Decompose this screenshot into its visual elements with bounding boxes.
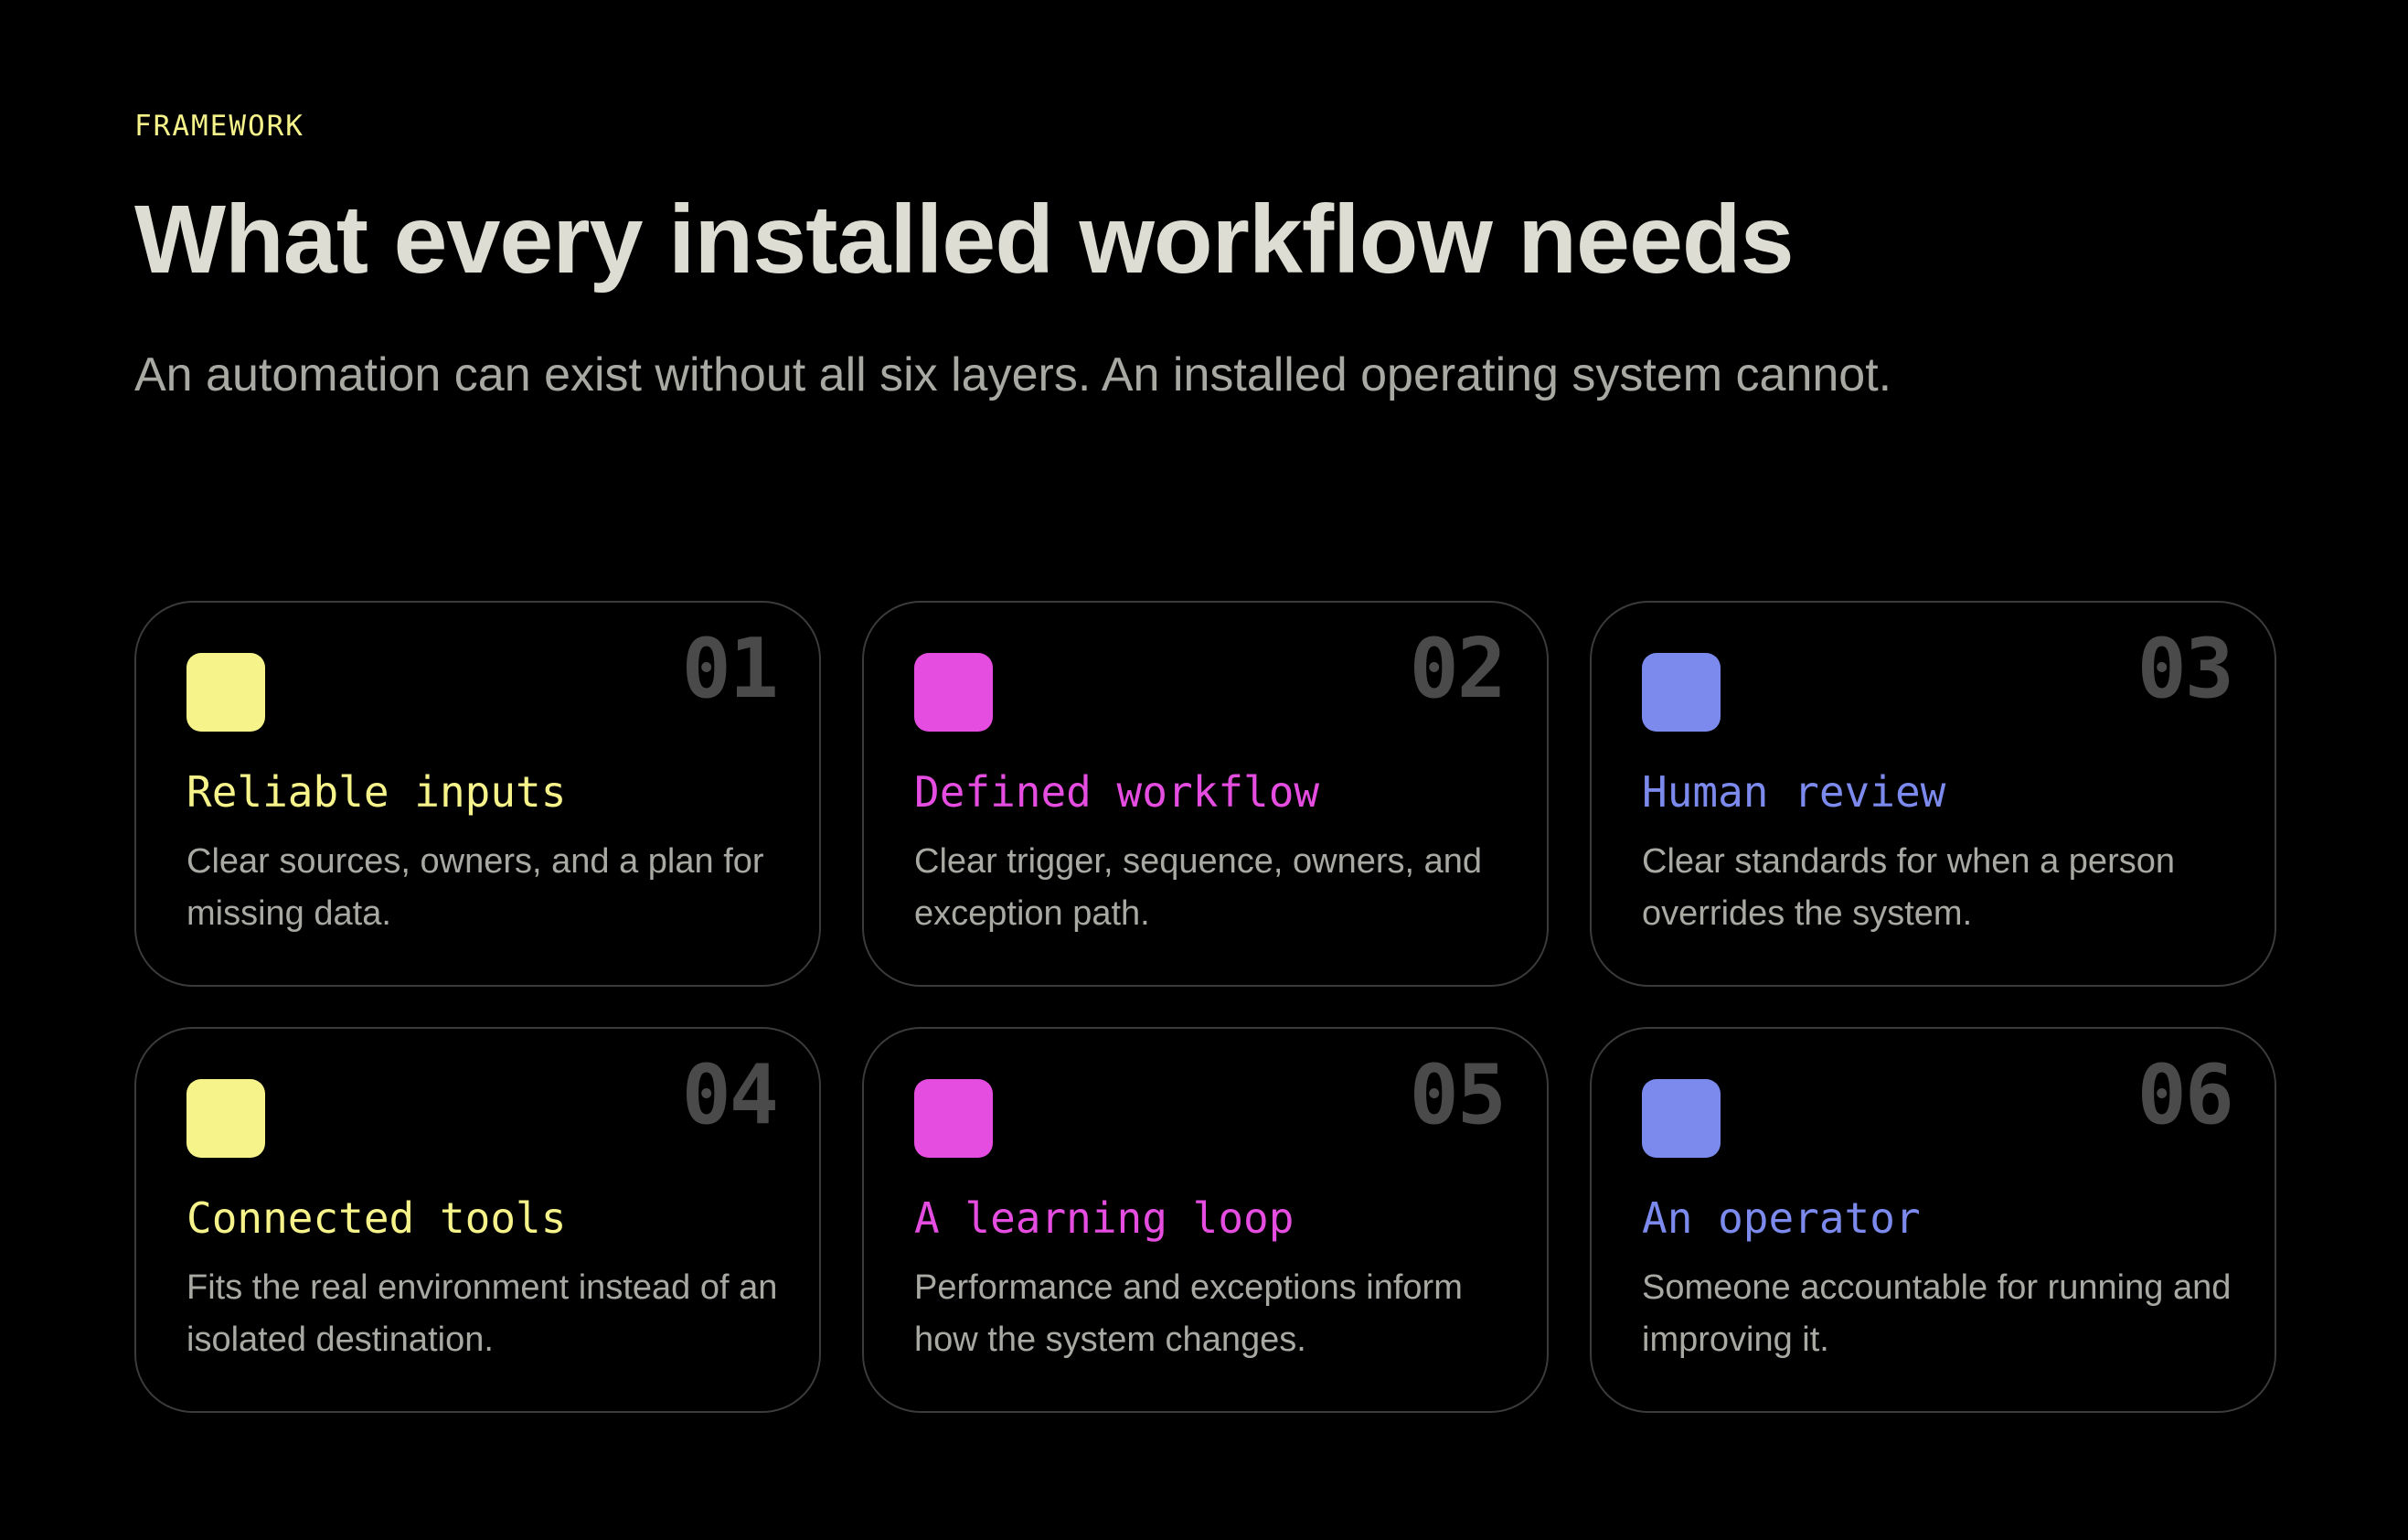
card-title: Defined workflow	[914, 767, 1320, 817]
accent-square-icon	[186, 653, 265, 732]
layer-card-grid: 01 Reliable inputs Clear sources, owners…	[134, 601, 2278, 1413]
card-description: Clear sources, owners, and a plan for mi…	[186, 842, 764, 933]
layer-card-defined-workflow: 02 Defined workflow Clear trigger, seque…	[862, 601, 1549, 987]
card-description: Clear standards for when a person overri…	[1642, 842, 2175, 933]
layer-card-operator: 06 An operator Someone accountable for r…	[1590, 1027, 2276, 1413]
card-title: A learning loop	[914, 1193, 1295, 1243]
accent-square-icon	[186, 1079, 265, 1158]
layer-card-human-review: 03 Human review Clear standards for when…	[1590, 601, 2276, 987]
layer-card-connected-tools: 04 Connected tools Fits the real environ…	[134, 1027, 821, 1413]
card-title: Human review	[1642, 767, 1946, 817]
card-number: 02	[1409, 621, 1507, 717]
section-eyebrow: FRAMEWORK	[134, 110, 304, 143]
section-subtitle: An automation can exist without all six …	[134, 348, 1892, 401]
card-description: Clear trigger, sequence, owners, and exc…	[914, 842, 1483, 933]
card-number: 01	[681, 621, 779, 717]
card-description: Someone accountable for running and impr…	[1642, 1268, 2232, 1359]
card-title: An operator	[1642, 1193, 1921, 1243]
accent-square-icon	[1642, 653, 1721, 732]
card-description: Performance and exceptions inform how th…	[914, 1268, 1463, 1359]
accent-square-icon	[914, 653, 993, 732]
card-number: 04	[681, 1047, 779, 1143]
card-number: 03	[2136, 621, 2234, 717]
accent-square-icon	[914, 1079, 993, 1158]
card-number: 05	[1409, 1047, 1507, 1143]
layer-card-learning-loop: 05 A learning loop Performance and excep…	[862, 1027, 1549, 1413]
layer-card-reliable-inputs: 01 Reliable inputs Clear sources, owners…	[134, 601, 821, 987]
card-title: Connected tools	[186, 1193, 567, 1243]
section-title: What every installed workflow needs	[134, 186, 1795, 294]
card-number: 06	[2136, 1047, 2234, 1143]
accent-square-icon	[1642, 1079, 1721, 1158]
card-description: Fits the real environment instead of an …	[186, 1268, 778, 1359]
card-title: Reliable inputs	[186, 767, 567, 817]
